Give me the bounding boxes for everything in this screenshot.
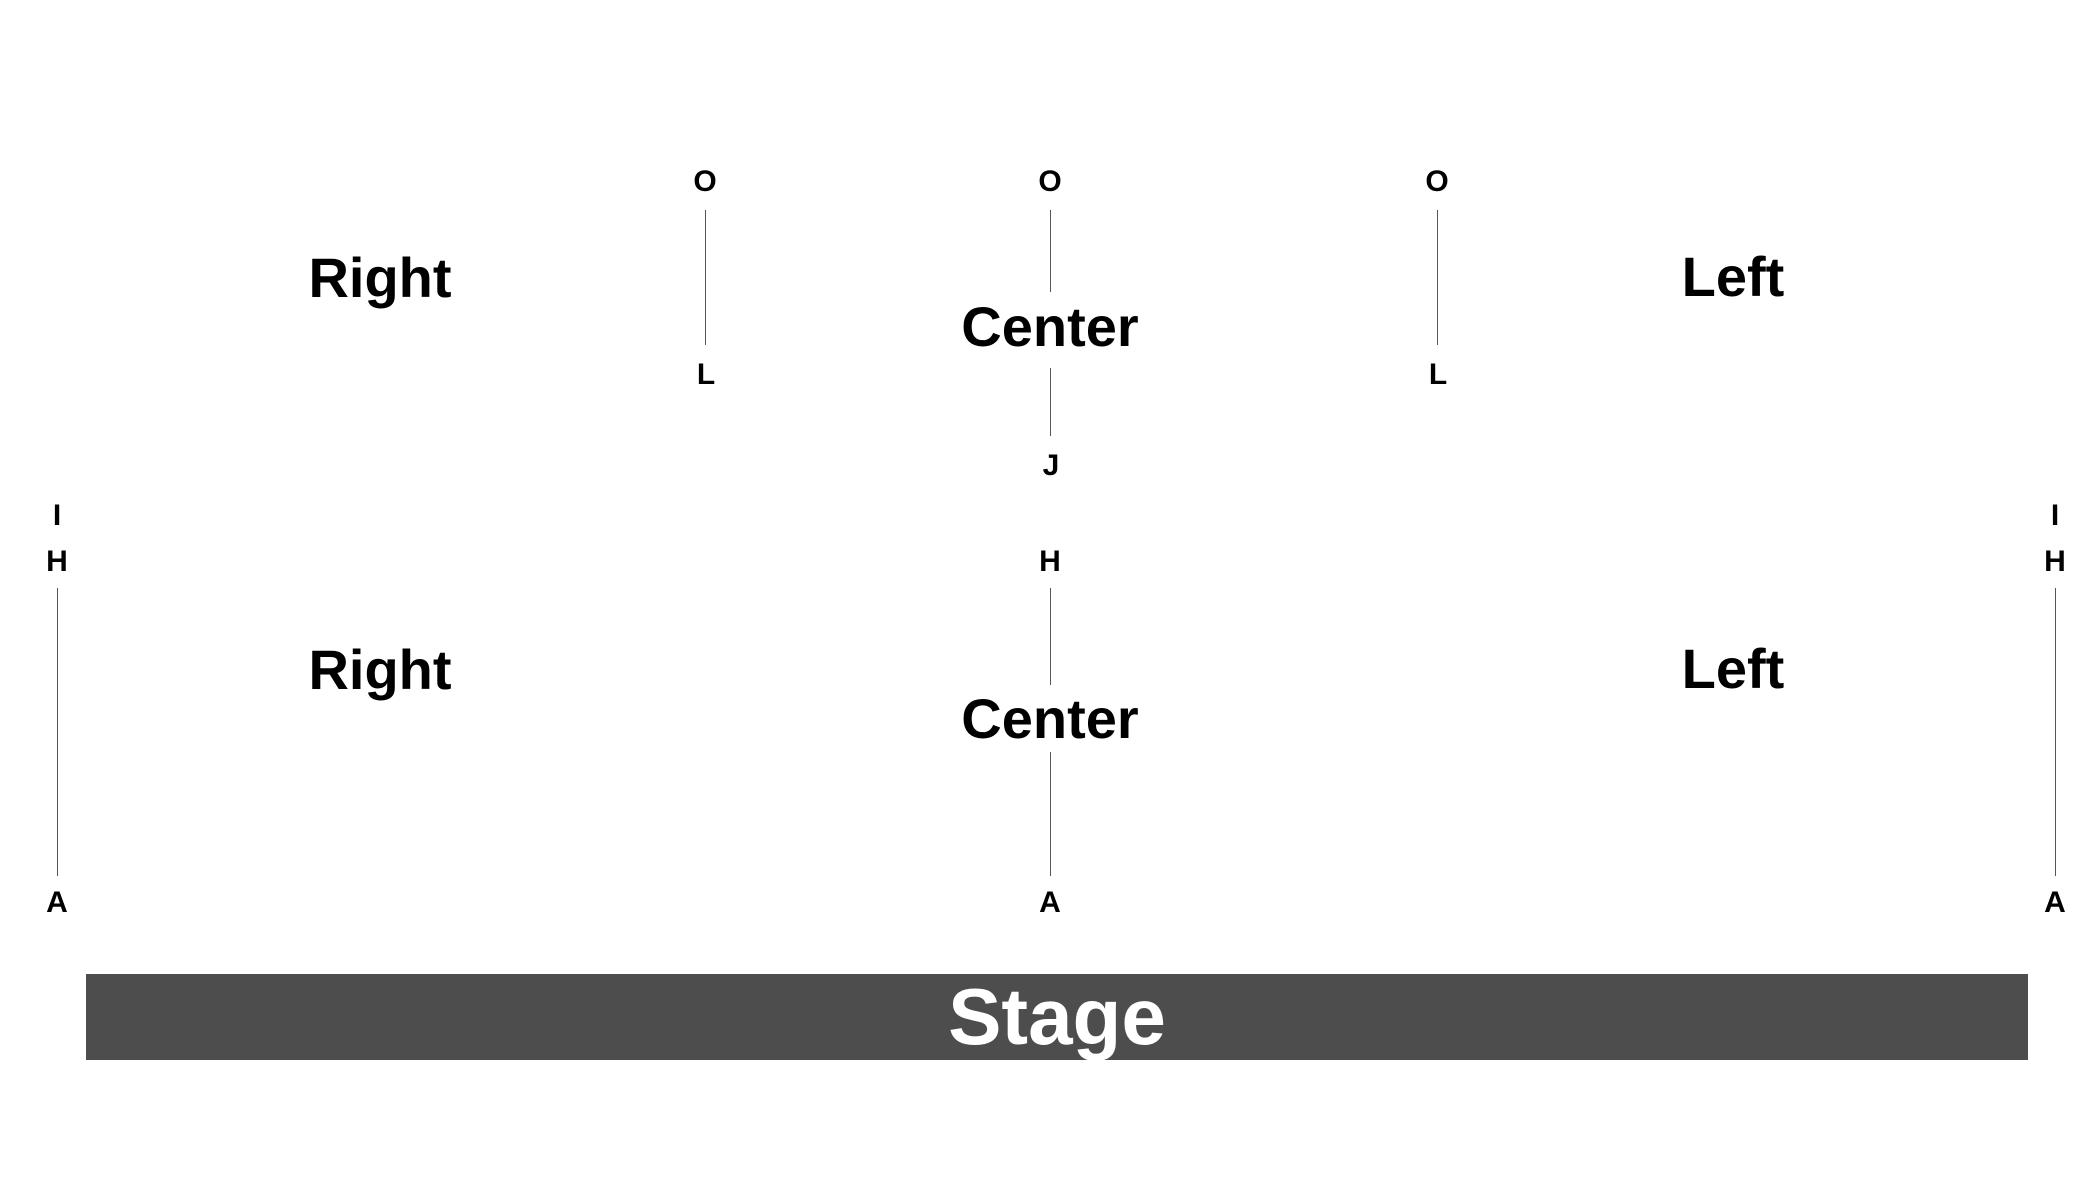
lower-outer-right-aisle-bottom-row: A <box>46 886 68 919</box>
lower-right-section-label: Right <box>308 638 452 701</box>
stage: Stage <box>86 974 2028 1060</box>
lower-center-aisle-bottom-row: A <box>1039 886 1061 919</box>
upper-right-aisle-line <box>705 210 706 345</box>
upper-left-aisle-bottom-row: L <box>1428 358 1448 391</box>
upper-right-aisle-top-row: O <box>693 165 717 198</box>
upper-center-aisle-line-top <box>1050 210 1051 292</box>
lower-outer-left-aisle-bottom-row: A <box>2044 886 2066 919</box>
lower-center-section-label: Center <box>961 687 1139 750</box>
upper-center-section-label: Center <box>961 295 1139 358</box>
lower-outer-right-aisle-top-row: H <box>46 545 68 578</box>
upper-center-aisle-line-bottom <box>1050 368 1051 436</box>
upper-left-aisle-line <box>1437 210 1438 345</box>
lower-outer-right-aisle-upper-row: I <box>52 499 62 532</box>
lower-left-section-label: Left <box>1681 637 1785 700</box>
upper-right-section-label: Right <box>308 246 452 309</box>
lower-outer-left-aisle-line <box>2055 588 2056 876</box>
upper-right-aisle-bottom-row: L <box>696 358 716 391</box>
lower-outer-left-aisle-top-row: H <box>2044 545 2066 578</box>
lower-center-aisle-line-top <box>1050 588 1051 685</box>
stage-label: Stage <box>948 972 1166 1061</box>
lower-outer-left-aisle-upper-row: I <box>2050 499 2060 532</box>
upper-center-aisle-bottom-row: J <box>1042 449 1060 482</box>
upper-center-aisle-top-row: O <box>1038 165 1062 198</box>
lower-center-aisle-line-bottom <box>1050 752 1051 876</box>
lower-outer-right-aisle-line <box>57 588 58 876</box>
upper-left-aisle-top-row: O <box>1425 165 1449 198</box>
upper-left-section-label: Left <box>1681 245 1785 308</box>
lower-center-aisle-top-row: H <box>1039 545 1061 578</box>
